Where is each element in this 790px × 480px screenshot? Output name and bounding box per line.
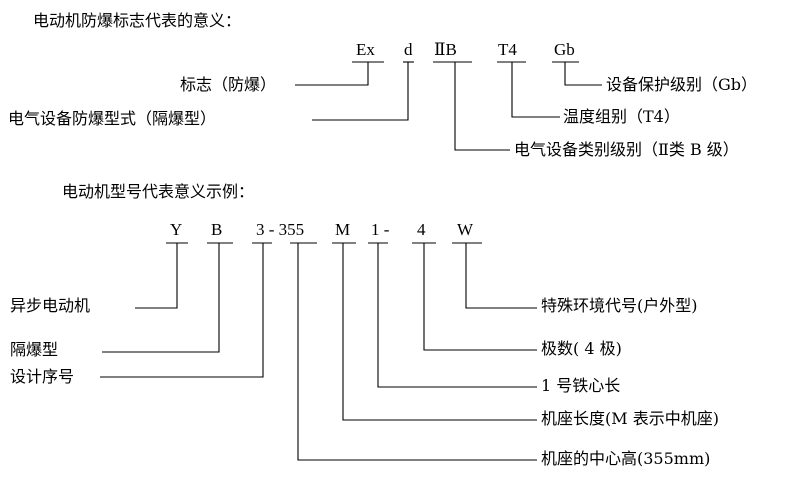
code-b: B [211, 220, 223, 239]
code-3-355: 3 - 355 [256, 220, 305, 239]
code-iib: ⅡB [434, 40, 457, 59]
label-poles: 极数( 4 极) [541, 339, 622, 358]
connector-seat [342, 243, 537, 421]
code-y: Y [170, 220, 183, 239]
code-d: d [404, 40, 413, 59]
label-t4: 温度组别（T4） [563, 107, 680, 126]
code-4: 4 [417, 220, 426, 239]
label-gb: 设备保护级别（Gb） [606, 75, 758, 94]
connector-t4 [511, 62, 560, 118]
label-ex: 标志（防爆） [180, 75, 277, 94]
label-height: 机座的中心高(355mm) [541, 449, 711, 468]
label-core: 1 号铁心长 [541, 376, 621, 395]
code-t4: T4 [498, 40, 517, 59]
label-seq: 设计序号 [10, 367, 75, 386]
label-d: 电气设备防爆型式（隔爆型） [8, 109, 217, 128]
code-m: M [335, 220, 351, 239]
connector-seq [100, 243, 264, 378]
section1-title: 电动机防爆标志代表的意义： [33, 11, 242, 30]
code-gb: Gb [554, 40, 575, 59]
section2-title: 电动机型号代表意义示例： [62, 182, 255, 201]
connector-iib [454, 62, 510, 151]
label-seat: 机座长度(M 表示中机座) [541, 409, 719, 428]
connector-y [135, 243, 178, 309]
connector-w [465, 243, 537, 309]
code-ex: Ex [356, 40, 375, 59]
code-1: 1 - [371, 220, 390, 239]
connector-poles [423, 243, 537, 351]
connector-gb [564, 62, 602, 86]
label-y: 异步电动机 [10, 296, 91, 315]
connector-ex [295, 62, 369, 86]
label-b: 隔爆型 [10, 340, 59, 359]
label-iib: 电气设备类别级别（Ⅱ类 B 级） [514, 140, 739, 159]
connector-height [297, 243, 537, 461]
code-w: W [457, 220, 474, 239]
connector-core [377, 243, 537, 388]
connector-d [312, 62, 409, 121]
label-w: 特殊环境代号(户外型) [541, 296, 698, 315]
connector-b [102, 243, 220, 353]
